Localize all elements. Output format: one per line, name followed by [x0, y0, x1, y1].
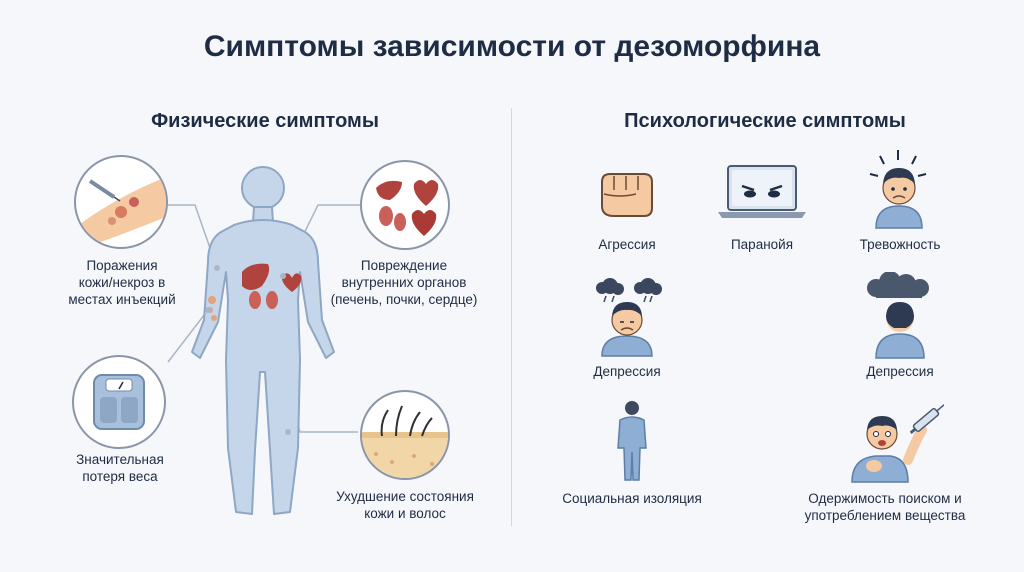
label-aggression: Агрессия — [598, 237, 656, 252]
anxious-person-icon — [869, 150, 927, 229]
fist-icon — [601, 173, 653, 217]
depressed-person-icon — [596, 278, 662, 357]
label-depression-2: Депрессия — [866, 364, 934, 379]
skin-hair-illustration — [360, 390, 450, 480]
label-weight-loss: Значительная потеря веса — [76, 452, 164, 484]
isolated-person-icon — [617, 401, 647, 481]
organ-icons — [242, 263, 302, 309]
physical-heading: Физические симптомы — [151, 110, 379, 132]
sad-person-cloud-icon — [867, 272, 929, 359]
psychological-heading: Психологические симптомы — [624, 110, 906, 132]
person-with-syringe-icon — [851, 403, 944, 483]
laptop-eyes-icon — [718, 165, 806, 218]
label-paranoia: Паранойя — [730, 237, 794, 252]
label-skin-lesions: Поражения кожи/некроз в местах инъекций — [68, 258, 176, 307]
label-social-isolation: Социальная изоляция — [562, 491, 702, 506]
label-anxiety: Тревожность — [859, 237, 941, 252]
page-title: Симптомы зависимости от дезоморфина — [203, 30, 821, 63]
connector-dots — [205, 265, 291, 435]
section-divider — [511, 108, 512, 526]
scale-illustration — [72, 355, 166, 449]
label-obsession: Одержимость поиском и употреблением веще… — [804, 491, 966, 523]
label-organ-damage: Повреждение внутренних органов (печень, … — [330, 258, 478, 307]
organs-illustration — [360, 160, 450, 250]
label-skin-hair: Ухудшение состояния кожи и волос — [336, 489, 474, 521]
label-depression-1: Депрессия — [593, 364, 661, 379]
human-body-silhouette — [191, 166, 335, 515]
injection-site-illustration — [74, 155, 168, 249]
